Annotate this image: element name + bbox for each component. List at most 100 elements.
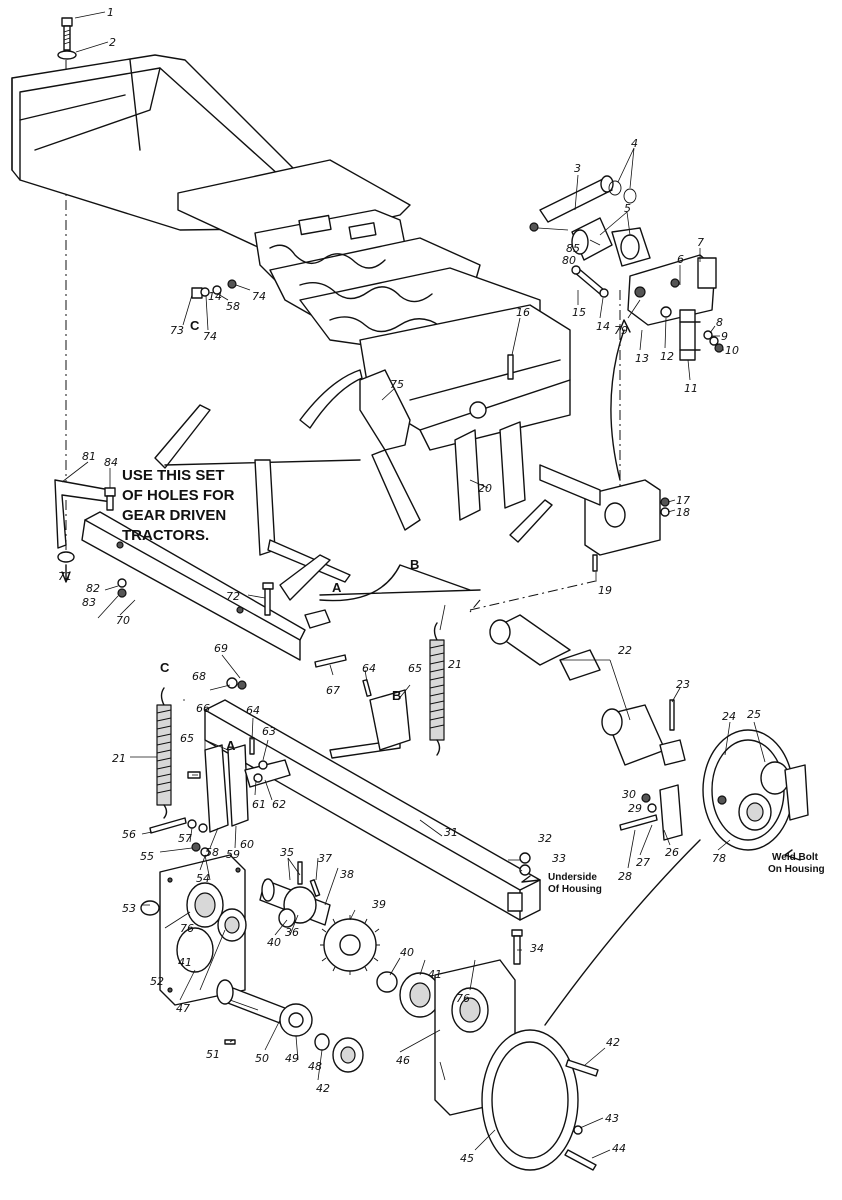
- bolt-61: [253, 773, 263, 783]
- underside-note: Underside Of Housing: [548, 872, 602, 895]
- frame-rail-70: [81, 511, 306, 661]
- callout-68: 68: [192, 670, 206, 683]
- callout-58-upper: 58: [226, 300, 240, 313]
- bolt-15: [571, 265, 605, 295]
- lockwasher-9: [709, 336, 719, 346]
- callout-76-right: 76: [456, 992, 470, 1005]
- callout-81: 81: [82, 450, 96, 463]
- nut-55: [191, 842, 201, 852]
- callout-14-left: 14: [208, 290, 222, 303]
- tractor-frame-housing: [11, 54, 571, 451]
- callout-27: 27: [636, 856, 650, 869]
- bolt-16: [507, 354, 514, 380]
- gear-case-plate-52: [159, 854, 246, 1006]
- callout-9: 9: [721, 330, 728, 343]
- callout-56: 56: [122, 828, 136, 841]
- callout-30: 30: [622, 788, 636, 801]
- callout-53: 53: [122, 902, 136, 915]
- nut-71: [57, 551, 75, 563]
- shaft-36: [259, 878, 331, 926]
- callout-39: 39: [372, 898, 386, 911]
- callout-24: 24: [722, 710, 736, 723]
- callout-64-upper: 64: [362, 662, 376, 675]
- bolt-67: [314, 654, 347, 668]
- callout-62: 62: [272, 798, 286, 811]
- callout-65-left: 65: [180, 732, 194, 745]
- flange-plate-5: [611, 227, 651, 267]
- callout-38: 38: [340, 868, 354, 881]
- callout-44: 44: [612, 1142, 626, 1155]
- callout-47: 47: [176, 1002, 190, 1015]
- callout-18: 18: [676, 506, 690, 519]
- callout-33: 33: [552, 852, 566, 865]
- nut-32: [519, 852, 531, 864]
- callout-58-lower: 58: [205, 846, 219, 859]
- bolt-28: [619, 814, 658, 831]
- bolt-56: [149, 817, 187, 834]
- weld-line-2: On Housing: [768, 864, 825, 875]
- bolt-19: [592, 554, 598, 572]
- callout-11: 11: [684, 382, 698, 395]
- callout-7: 7: [697, 236, 704, 249]
- callout-28: 28: [618, 870, 632, 883]
- washer-18: [660, 507, 670, 517]
- nut-10: [714, 343, 724, 353]
- cover-45: [481, 1029, 579, 1171]
- note-line-4: TRACTORS.: [122, 527, 209, 544]
- callout-70: 70: [116, 614, 130, 627]
- callout-20: 20: [478, 482, 492, 495]
- callout-41-left: 41: [178, 956, 192, 969]
- callout-35: 35: [280, 846, 294, 859]
- callout-12: 12: [660, 350, 674, 363]
- gear-39: [320, 915, 380, 975]
- lift-linkage: [154, 369, 553, 629]
- callout-32: 32: [538, 832, 552, 845]
- washer-43: [573, 1125, 583, 1135]
- callout-40-right: 40: [400, 946, 414, 959]
- callout-37: 37: [318, 852, 332, 865]
- underside-line-1: Underside: [548, 872, 597, 883]
- callout-73: 73: [170, 324, 184, 337]
- bolt-80: [529, 222, 539, 232]
- callout-79: 79: [614, 324, 628, 337]
- pin-64-upper: [362, 679, 372, 697]
- bracket-20: [454, 421, 526, 521]
- callout-41-right: 41: [428, 968, 442, 981]
- note-line-3: GEAR DRIVEN: [122, 507, 226, 524]
- callout-23: 23: [676, 678, 690, 691]
- callout-64-lower: 64: [246, 704, 260, 717]
- callout-71: 71: [58, 570, 72, 583]
- callout-57: 57: [178, 832, 192, 845]
- callout-25: 25: [747, 708, 761, 721]
- callout-65-right: 65: [408, 662, 422, 675]
- washer-12: [660, 306, 672, 318]
- bearing-41-right: [399, 972, 441, 1018]
- bolt-44: [564, 1149, 597, 1171]
- assembly-arrow-bracket: [610, 329, 625, 481]
- letter-c-lower: C: [160, 660, 170, 675]
- plug-53: [140, 900, 160, 916]
- callout-74-right: 74: [252, 290, 266, 303]
- reference-letters: A A B B C C: [160, 318, 419, 753]
- washer-29: [647, 803, 657, 813]
- callout-63: 63: [262, 725, 276, 738]
- callout-10: 10: [725, 344, 739, 357]
- washer-2: [57, 50, 77, 60]
- note-line-1: USE THIS SET: [122, 467, 225, 484]
- washer-14: [599, 288, 609, 298]
- bolt-72: [262, 582, 274, 616]
- spacer-40-left: [278, 908, 296, 928]
- letter-a-lower: A: [226, 738, 236, 753]
- callout-59: 59: [226, 848, 240, 861]
- callout-4: 4: [631, 137, 638, 150]
- callout-85: 85: [566, 242, 580, 255]
- callout-42-cover: 42: [606, 1036, 620, 1049]
- spring-21-left: [156, 687, 172, 819]
- underside-arrow: [521, 875, 541, 883]
- callout-1: 1: [107, 6, 114, 19]
- callout-14: 14: [596, 320, 610, 333]
- pin-64-lower: [249, 737, 255, 755]
- callout-34: 34: [530, 942, 544, 955]
- callout-21-left: 21: [112, 752, 126, 765]
